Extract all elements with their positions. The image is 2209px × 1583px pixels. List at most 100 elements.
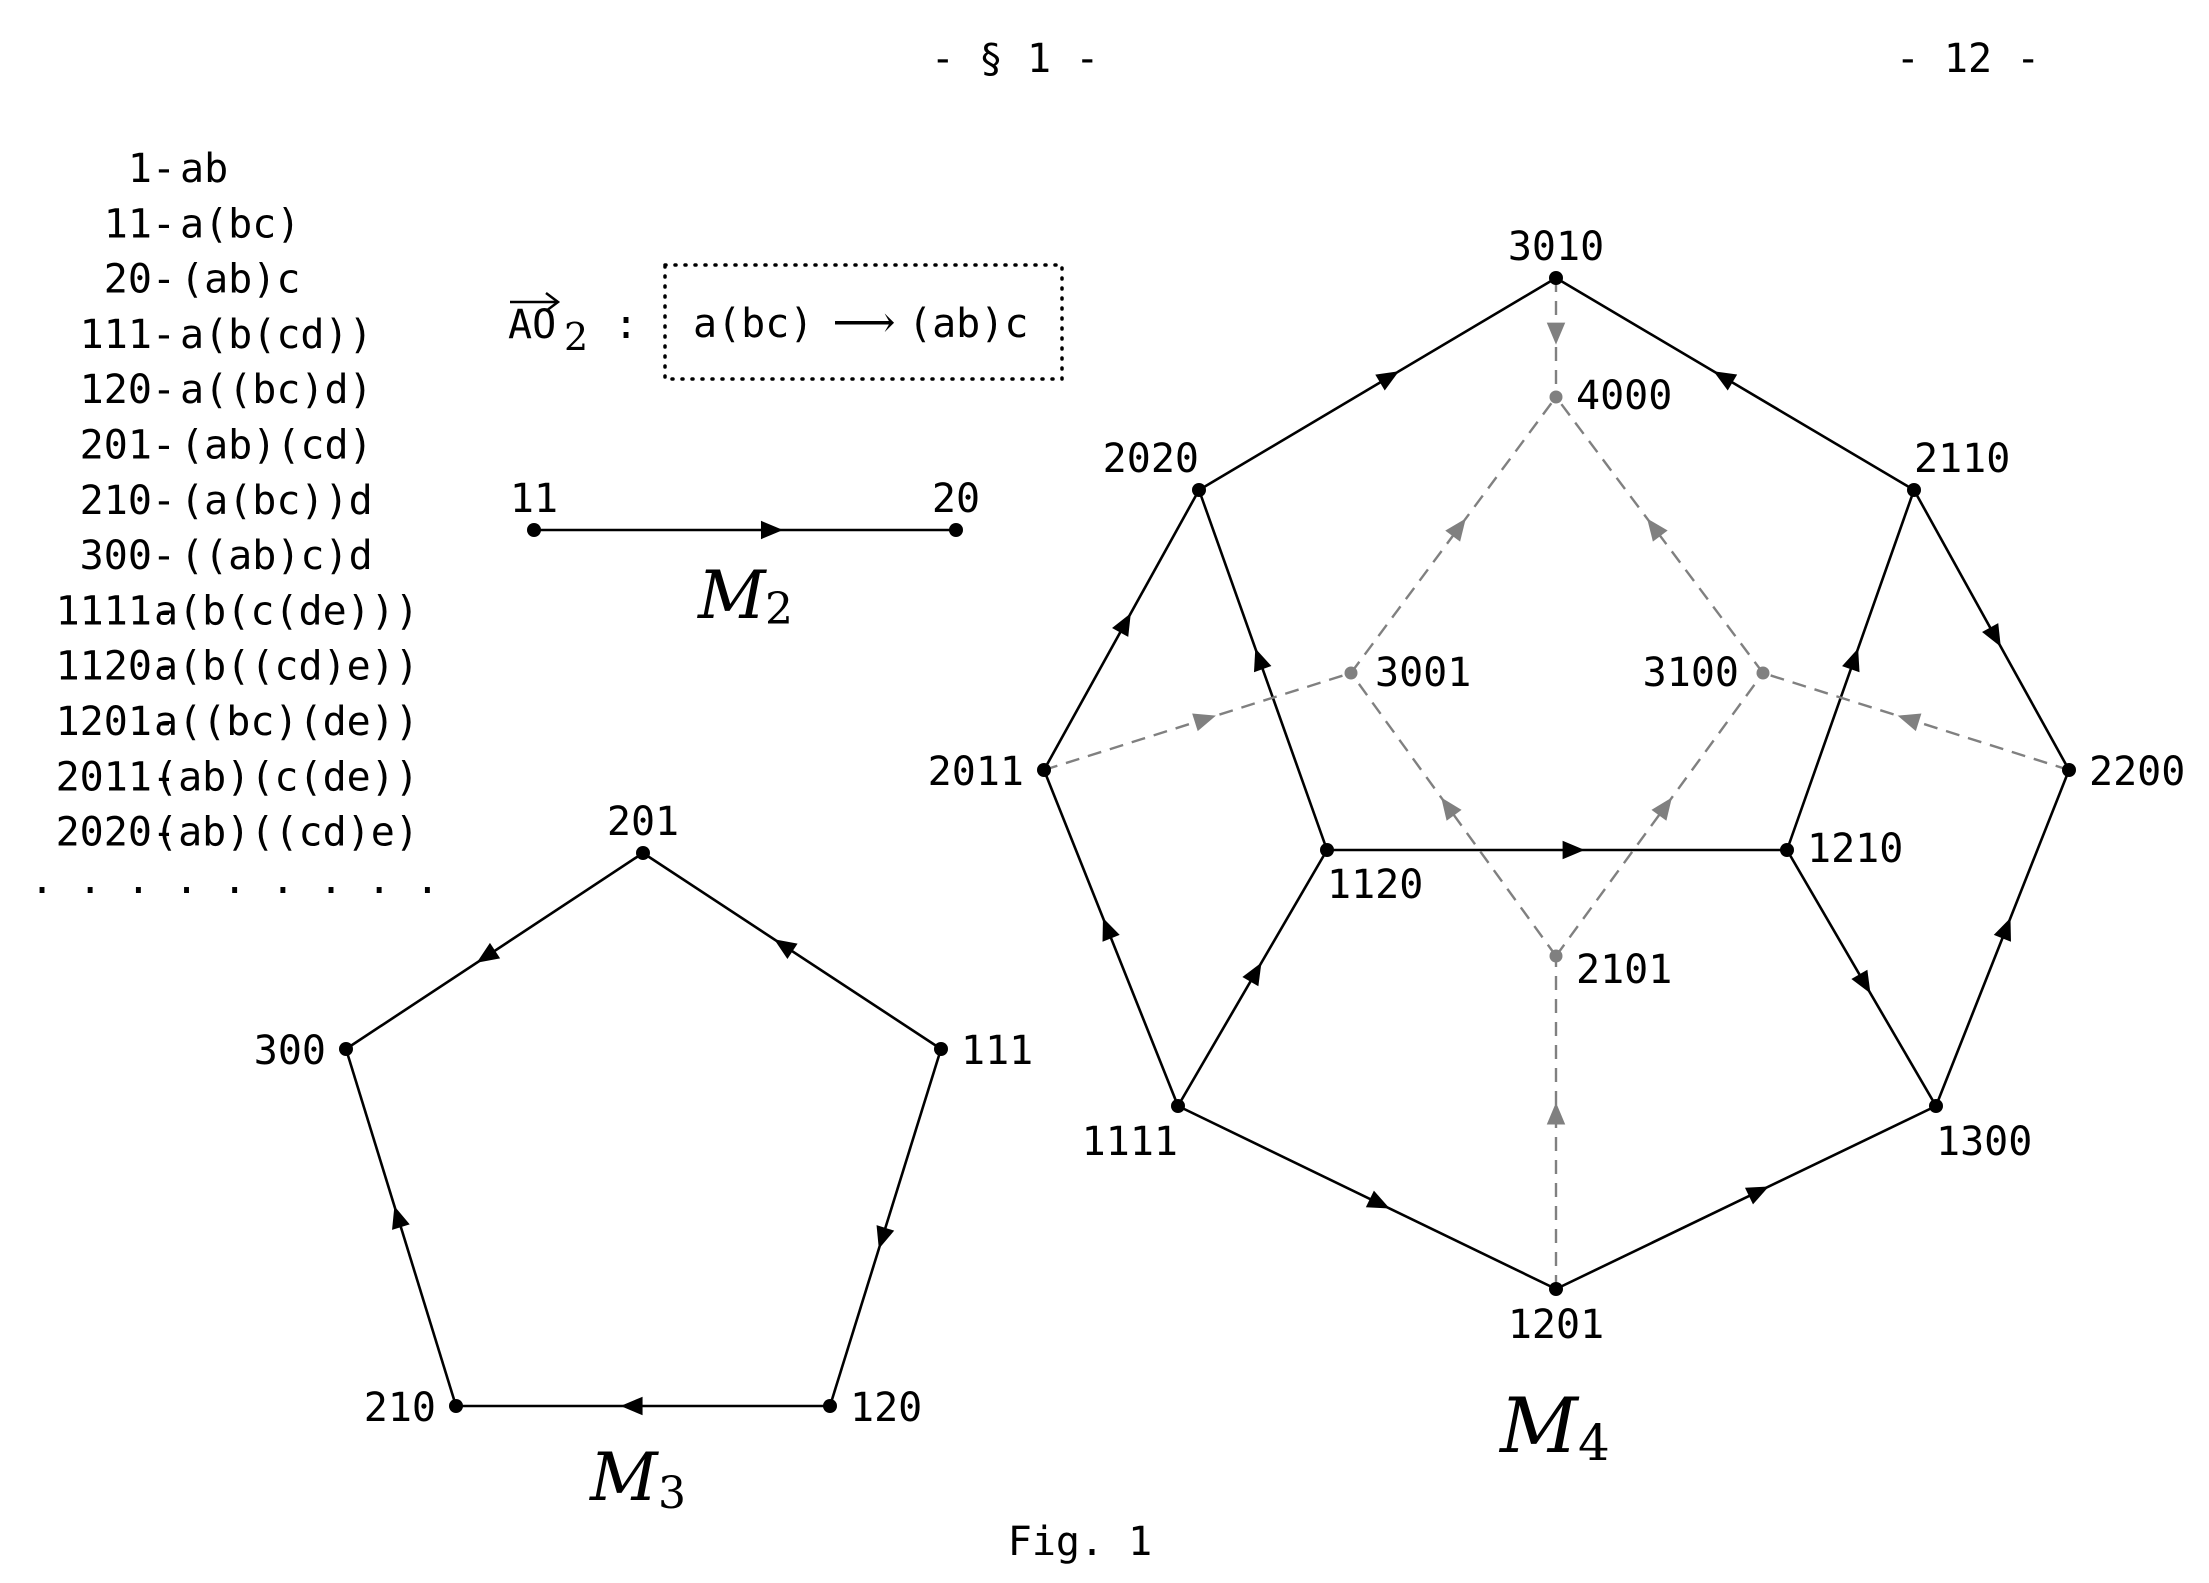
edge-arrowhead — [392, 1206, 410, 1230]
edge-line — [1197, 489, 1329, 851]
edge-1210-1300 — [1785, 849, 1938, 1107]
edge-111-120 — [828, 1048, 943, 1407]
edge-line — [1555, 1104, 1937, 1291]
node-dot-1111 — [1171, 1099, 1185, 1113]
edge-arrowhead — [1242, 962, 1262, 987]
edge-arrowhead — [1562, 840, 1585, 860]
m3-title: M 3 — [589, 1439, 686, 1519]
node-dot-20 — [949, 523, 963, 537]
word-value: (ab)(cd) — [180, 423, 373, 469]
word-value: a(b((cd)e)) — [154, 644, 419, 690]
edge-line — [1198, 276, 1557, 492]
word-code: 1201- — [56, 699, 176, 745]
hidden-edge-3001-4000 — [1350, 396, 1557, 674]
word-value: (ab)(c(de)) — [154, 754, 419, 800]
word-list-ellipsis: . . . . . . . . . — [30, 857, 439, 903]
edge-line — [828, 1048, 943, 1407]
node-dot-2011 — [1037, 763, 1051, 777]
page-number: - 12 - — [1896, 36, 2041, 82]
rule-dotted-box — [663, 263, 1064, 381]
word-code: 210- — [80, 478, 176, 524]
edge-arrowhead — [1365, 1190, 1390, 1209]
word-code: 1120- — [56, 644, 176, 690]
m2-title-index: 2 — [765, 584, 793, 635]
word-value: a(bc) — [180, 201, 300, 247]
node-label-111: 111 — [961, 1028, 1033, 1074]
rule-left: a(bc) — [693, 301, 813, 347]
word-value: ((ab)c)d — [180, 533, 373, 579]
node-label-2011: 2011 — [928, 749, 1024, 795]
edge-11-20 — [534, 520, 956, 540]
edge-2011-2020 — [1042, 489, 1201, 771]
edge-arrowhead — [1897, 713, 1922, 732]
node-label-120: 120 — [850, 1385, 922, 1431]
node-label-1111: 1111 — [1082, 1119, 1178, 1165]
word-code: 1- — [128, 146, 176, 192]
edge-arrowhead — [1445, 518, 1466, 542]
edge-arrowhead — [476, 942, 501, 963]
word-value: ab — [180, 146, 228, 192]
edge-line — [1043, 671, 1352, 772]
edge-arrowhead — [1546, 1102, 1566, 1125]
node-dot-111 — [934, 1042, 948, 1056]
edge-1111-2011 — [1042, 769, 1180, 1107]
hidden-edge-3010-4000 — [1546, 278, 1566, 397]
word-code: 111- — [80, 312, 176, 358]
word-code: 20- — [104, 257, 176, 303]
edge-arrowhead — [1112, 613, 1131, 637]
edge-arrowhead — [876, 1225, 895, 1249]
edge-arrowhead — [1851, 969, 1871, 994]
edge-arrowhead — [1375, 371, 1399, 391]
edge-210-300 — [344, 1048, 458, 1407]
node-dot-3010 — [1549, 271, 1563, 285]
node-dot-2110 — [1907, 483, 1921, 497]
rule-right: (ab)c — [908, 301, 1028, 347]
word-code: 1111- — [56, 588, 176, 634]
hidden-edge-1201-2101 — [1546, 956, 1566, 1289]
edge-arrowhead — [1982, 623, 2001, 647]
node-label-4000: 4000 — [1576, 373, 1672, 419]
word-code: 2020- — [56, 810, 176, 856]
word-code: 11- — [104, 201, 176, 247]
m3-title-letter: M — [589, 1439, 659, 1516]
m4-title-index: 4 — [1578, 1414, 1610, 1472]
edge-arrowhead — [1253, 648, 1272, 673]
rule-separator: : — [614, 302, 638, 348]
edge-arrowhead — [1102, 917, 1120, 942]
section-header: - § 1 - — [931, 36, 1100, 82]
node-dot-1120 — [1320, 843, 1334, 857]
edge-1210-2110 — [1785, 489, 1916, 851]
m2-title: M 2 — [697, 557, 793, 635]
edge-arrowhead — [1546, 322, 1566, 345]
edge-line — [1555, 276, 1915, 492]
node-dot-201 — [636, 846, 650, 860]
hidden-edge-2101-3001 — [1350, 672, 1557, 957]
figure-caption: Fig. 1 — [1008, 1519, 1153, 1565]
edge-1300-2200 — [1934, 769, 2071, 1107]
edge-arrowhead — [1647, 518, 1668, 542]
edge-2020-3010 — [1198, 276, 1557, 492]
node-dot-2020 — [1192, 483, 1206, 497]
word-value: a((bc)(de)) — [154, 699, 419, 745]
edge-111-201 — [642, 851, 942, 1051]
hidden-edge-2101-3100 — [1555, 672, 1764, 957]
edge-1111-1120 — [1176, 849, 1329, 1107]
node-label-1210: 1210 — [1807, 826, 1903, 872]
m4-title: M 4 — [1498, 1381, 1610, 1472]
node-label-1120: 1120 — [1327, 862, 1423, 908]
edge-arrowhead — [1713, 371, 1738, 391]
m4-title-letter: M — [1498, 1381, 1580, 1470]
edge-201-300 — [345, 851, 644, 1051]
node-label-11: 11 — [510, 476, 558, 522]
hidden-edge-3100-4000 — [1555, 396, 1764, 674]
node-label-2020: 2020 — [1103, 436, 1199, 482]
edge-line — [1785, 489, 1916, 851]
hidden-edge-2011-3001 — [1043, 671, 1352, 772]
node-dot-3001 — [1344, 666, 1358, 680]
node-label-2200: 2200 — [2089, 749, 2185, 795]
bracketing-word-list: 1-ab11-a(bc)20-(ab)c111-a(b(cd))120-a((b… — [30, 146, 439, 903]
